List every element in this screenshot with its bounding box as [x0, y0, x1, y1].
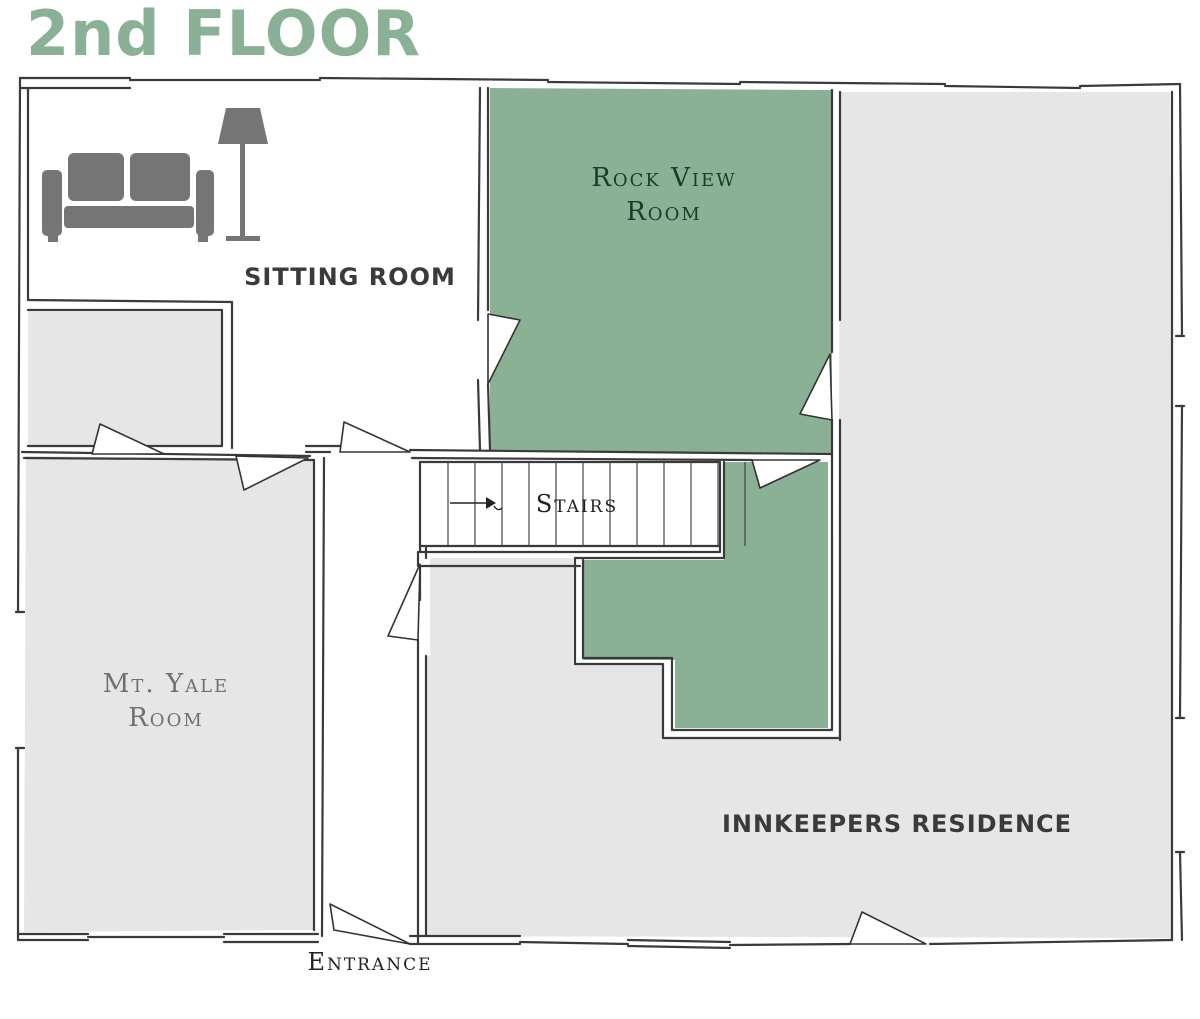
closet-door[interactable]	[91, 423, 165, 455]
innkeepers-lower-area	[426, 558, 573, 664]
stairs-label: Stairs	[536, 490, 618, 518]
hall-door[interactable]	[339, 421, 411, 453]
mt-yale-room-label-line1: Mt. Yale	[103, 669, 229, 699]
sitting-room-label: SITTING ROOM	[244, 263, 456, 291]
walls	[14, 76, 1186, 950]
rock-view-annex-area[interactable]	[583, 462, 828, 728]
mt-yale-door[interactable]	[235, 455, 309, 491]
residence-exterior-door[interactable]	[849, 911, 927, 945]
annex-door[interactable]	[751, 459, 821, 489]
rock-view-door[interactable]	[487, 313, 521, 385]
rock-view-room-label-line1: Rock View	[591, 163, 736, 193]
floor-title: 2nd FLOOR	[26, 0, 422, 70]
room-fills	[24, 88, 1172, 938]
rock-view-bath-door[interactable]	[799, 353, 833, 421]
rock-view-room-area[interactable]	[490, 88, 832, 453]
mt-yale-room-area[interactable]	[24, 456, 314, 932]
innkeepers-residence-label: INNKEEPERS RESIDENCE	[722, 810, 1072, 838]
sofa-icon	[42, 153, 214, 242]
stair-treads	[447, 462, 746, 546]
entrance-label: Entrance	[307, 948, 432, 976]
doors	[91, 313, 927, 945]
mt-yale-room-label-line2: Room	[128, 703, 204, 733]
residence-door[interactable]	[387, 563, 421, 641]
entrance-door[interactable]	[329, 903, 411, 945]
floor-lamp-icon	[218, 108, 268, 241]
closet-area	[28, 312, 222, 446]
rock-view-room-label-line2: Room	[626, 197, 702, 227]
stairs-direction-arrow	[450, 497, 503, 511]
innkeepers-main-area	[426, 92, 1172, 938]
